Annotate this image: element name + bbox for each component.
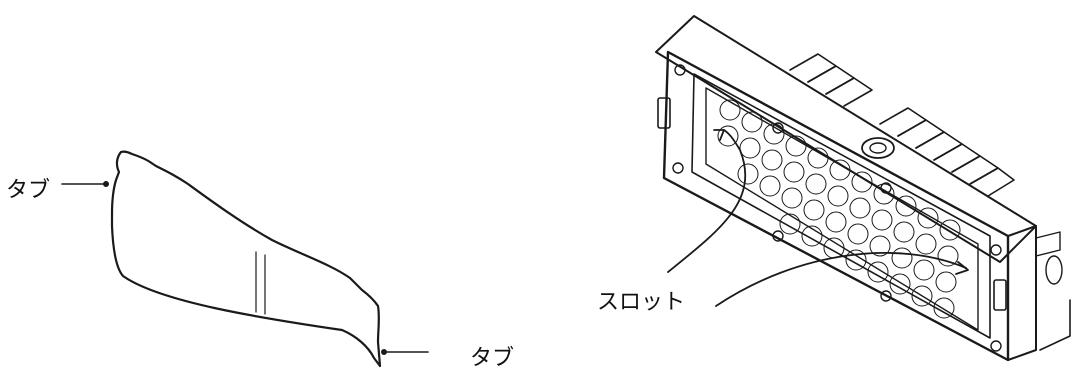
slot-arrows	[667, 129, 969, 307]
slot-label: スロット	[597, 290, 686, 315]
tab-left-leader	[61, 181, 109, 187]
led-array	[717, 99, 961, 319]
tab-label-right: タブ	[470, 346, 515, 371]
side-clips	[657, 97, 1007, 311]
led-light-fixture	[655, 15, 1071, 362]
lens-film-sheet	[110, 150, 382, 368]
tab-right-leader	[381, 349, 429, 355]
frame-screws	[672, 64, 1002, 352]
tab-label-left: タブ	[6, 178, 51, 203]
cooling-fins	[789, 53, 1015, 197]
